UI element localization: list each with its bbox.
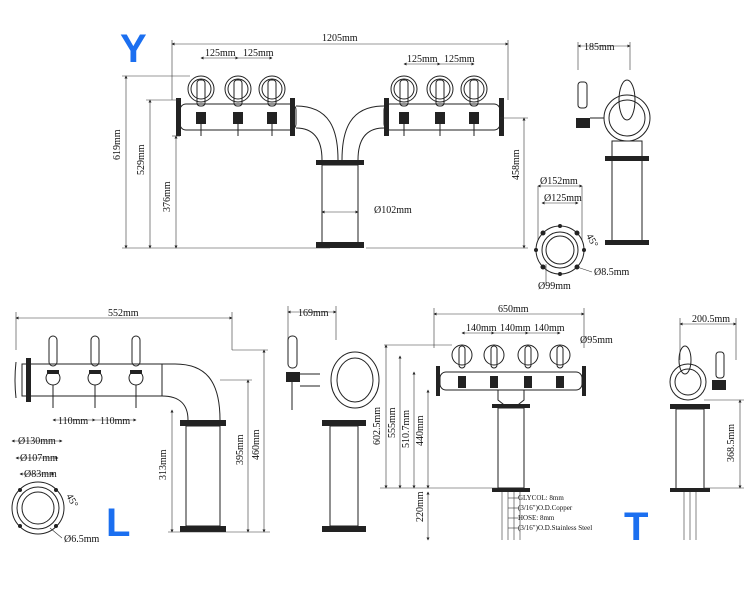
note-glycol: GLYCOL: 8mm bbox=[518, 494, 564, 502]
y-left-faucets bbox=[187, 75, 286, 136]
y-base-d3: Ø99mm bbox=[538, 281, 571, 292]
y-base-bolt: Ø8.5mm bbox=[594, 267, 630, 278]
y-height-base: 376mm bbox=[162, 181, 173, 212]
t-spacing-1: 140mm bbox=[466, 323, 497, 334]
l-base-bolt: Ø6.5mm bbox=[64, 534, 100, 545]
y-right-faucets bbox=[390, 75, 488, 136]
l-spacing-2: 110mm bbox=[100, 416, 130, 427]
l-height-3: 460mm bbox=[251, 429, 262, 460]
note-steel: (3/16")O.D.Stainless Steel bbox=[518, 524, 592, 532]
y-width-label: 1205mm bbox=[322, 33, 358, 44]
t-height-1: 602.5mm bbox=[372, 407, 383, 445]
t-side-view: 200.5mm 368.5mm bbox=[669, 314, 744, 540]
note-copper: (3/16")O.D.Copper bbox=[518, 504, 573, 512]
l-height-1: 313mm bbox=[158, 449, 169, 480]
y-front-view: 1205mm 125mm 125mm 125mm 125mm bbox=[112, 33, 528, 249]
t-height-5: 220mm bbox=[415, 491, 426, 522]
l-side-depth: 169mm bbox=[298, 308, 329, 319]
y-side-depth: 185mm bbox=[584, 42, 615, 53]
l-base-d1: Ø130mm bbox=[18, 436, 56, 447]
t-spacing-2: 140mm bbox=[500, 323, 531, 334]
y-spacing-3: 125mm bbox=[407, 54, 438, 65]
y-base-d2: Ø125mm bbox=[544, 193, 582, 204]
l-base-view: Ø130mm Ø107mm Ø83mm 45° Ø6.5mm bbox=[11, 436, 100, 545]
l-spacing-1: 110mm bbox=[58, 416, 88, 427]
l-side-view: 169mm bbox=[286, 306, 380, 532]
y-spacing-2: 125mm bbox=[243, 48, 274, 59]
l-height-2: 395mm bbox=[235, 434, 246, 465]
t-width-label: 650mm bbox=[498, 304, 529, 315]
l-front-view: 552mm 110mm 110mm 313mm 395mm bbox=[14, 308, 270, 533]
t-height-2: 555mm bbox=[387, 407, 398, 438]
l-width-label: 552mm bbox=[108, 308, 139, 319]
t-side-height: 368.5mm bbox=[726, 424, 737, 462]
y-base-d1: Ø152mm bbox=[540, 176, 578, 187]
t-spacing-3: 140mm bbox=[534, 323, 565, 334]
t-side-depth: 200.5mm bbox=[692, 314, 730, 325]
y-height-total: 619mm bbox=[112, 129, 123, 160]
letter-l: L bbox=[106, 501, 130, 545]
y-pipe-dia: Ø102mm bbox=[374, 205, 412, 216]
letter-y: Y bbox=[120, 27, 147, 71]
y-height-right: 458mm bbox=[511, 149, 522, 180]
t-ring-dia: Ø95mm bbox=[580, 335, 613, 346]
y-side-view: 185mm bbox=[576, 42, 651, 245]
y-base-angle: 45° bbox=[583, 232, 600, 250]
t-height-4: 440mm bbox=[415, 415, 426, 446]
y-base-view: Ø152mm Ø125mm 45° Ø8.5mm Ø99mm bbox=[534, 176, 630, 292]
l-base-angle: 45° bbox=[63, 492, 80, 510]
note-hose: HOSE: 8mm bbox=[518, 514, 555, 522]
letter-t: T bbox=[624, 505, 648, 549]
t-front-view: 650mm 140mm 140mm 140mm Ø95mm bbox=[372, 304, 613, 541]
y-spacing-4: 125mm bbox=[444, 54, 475, 65]
l-base-d2: Ø107mm bbox=[20, 453, 58, 464]
t-height-3: 510.7mm bbox=[401, 410, 412, 448]
l-base-d3: Ø83mm bbox=[24, 469, 57, 480]
y-spacing-1: 125mm bbox=[205, 48, 236, 59]
y-height-mid: 529mm bbox=[136, 144, 147, 175]
t-line-notes: GLYCOL: 8mm (3/16")O.D.Copper HOSE: 8mm … bbox=[508, 494, 592, 532]
